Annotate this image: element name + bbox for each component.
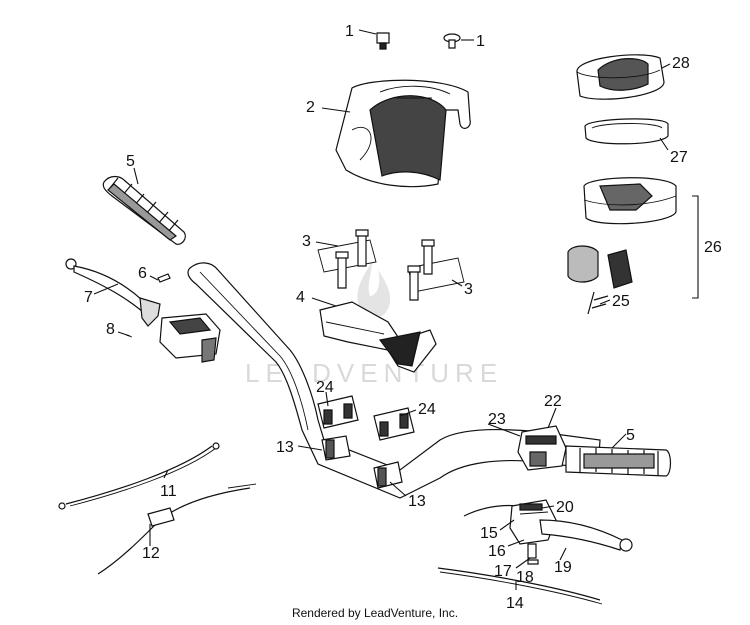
callout-23: 23 xyxy=(488,411,506,428)
callout-27: 27 xyxy=(670,149,688,166)
callout-15: 15 xyxy=(480,525,498,542)
screw-part-1-right xyxy=(443,33,461,49)
callout-13-left: 13 xyxy=(276,439,294,456)
clutch-lever-part-7 xyxy=(65,258,161,327)
callout-3-left: 3 xyxy=(302,233,311,250)
reservoir-gasket-part-27 xyxy=(584,118,669,145)
handlebar-grip-part-5-right xyxy=(565,445,672,477)
render-credit: Rendered by LeadVenture, Inc. xyxy=(291,606,459,620)
callout-8: 8 xyxy=(106,321,115,338)
callout-24-left: 24 xyxy=(316,379,334,396)
callout-7: 7 xyxy=(84,289,93,306)
lower-clamp-part-13-left xyxy=(321,435,351,461)
screw-part-1-left xyxy=(376,32,390,50)
switch-housing-part-8 xyxy=(125,313,221,363)
callout-14: 14 xyxy=(506,595,524,612)
callout-4: 4 xyxy=(296,289,305,306)
callout-6: 6 xyxy=(138,265,147,282)
pivot-bolt-part-6 xyxy=(157,273,171,283)
callout-19: 19 xyxy=(554,559,572,576)
upper-clamp-part-24-left xyxy=(317,395,359,429)
leader-lines xyxy=(93,29,671,590)
callout-26: 26 xyxy=(704,239,722,256)
callout-1-left: 1 xyxy=(345,23,354,40)
lever-pivot-bolt-part-16 xyxy=(527,543,537,559)
callout-13-right: 13 xyxy=(408,493,426,510)
callout-2: 2 xyxy=(306,99,315,116)
callout-12: 12 xyxy=(142,545,160,562)
callout-20: 20 xyxy=(556,499,574,516)
brake-lever-assembly xyxy=(463,499,633,565)
handlebar-grip-part-5-left xyxy=(102,175,186,245)
mounting-bolts-part-3 xyxy=(317,229,465,301)
throttle-housing-part-22 xyxy=(517,425,567,471)
brake-lever-part-19 xyxy=(539,519,623,551)
callout-28: 28 xyxy=(672,55,690,72)
callout-24-right: 24 xyxy=(418,401,436,418)
callout-22: 22 xyxy=(544,393,562,410)
callout-11: 11 xyxy=(160,483,177,500)
brake-reservoir-part-26 xyxy=(567,177,699,315)
lever-nut-part-17 xyxy=(527,559,539,565)
callout-1-right: 1 xyxy=(476,33,485,50)
callout-labels: 1 1 2 28 27 26 25 5 3 3 6 7 4 8 24 24 22… xyxy=(84,23,722,612)
callout-3-right: 3 xyxy=(464,281,473,298)
callout-5-right: 5 xyxy=(626,427,635,444)
callout-16: 16 xyxy=(488,543,506,560)
clutch-cable-part-11 xyxy=(58,442,220,510)
callout-5-left: 5 xyxy=(126,153,135,170)
headlight-cover-part-2 xyxy=(335,79,471,188)
brake-cable-part-14 xyxy=(437,567,603,605)
callout-18: 18 xyxy=(516,569,534,586)
callout-17: 17 xyxy=(494,563,512,580)
brake-switch-part-20 xyxy=(519,503,543,511)
switch-wire-part-12 xyxy=(97,483,257,575)
headlight-bracket-part-4 xyxy=(319,301,437,373)
upper-clamp-part-24-right xyxy=(373,407,415,441)
lower-clamp-part-13-right xyxy=(373,461,403,489)
reservoir-cap-part-28 xyxy=(576,54,665,100)
callout-25: 25 xyxy=(612,293,630,310)
